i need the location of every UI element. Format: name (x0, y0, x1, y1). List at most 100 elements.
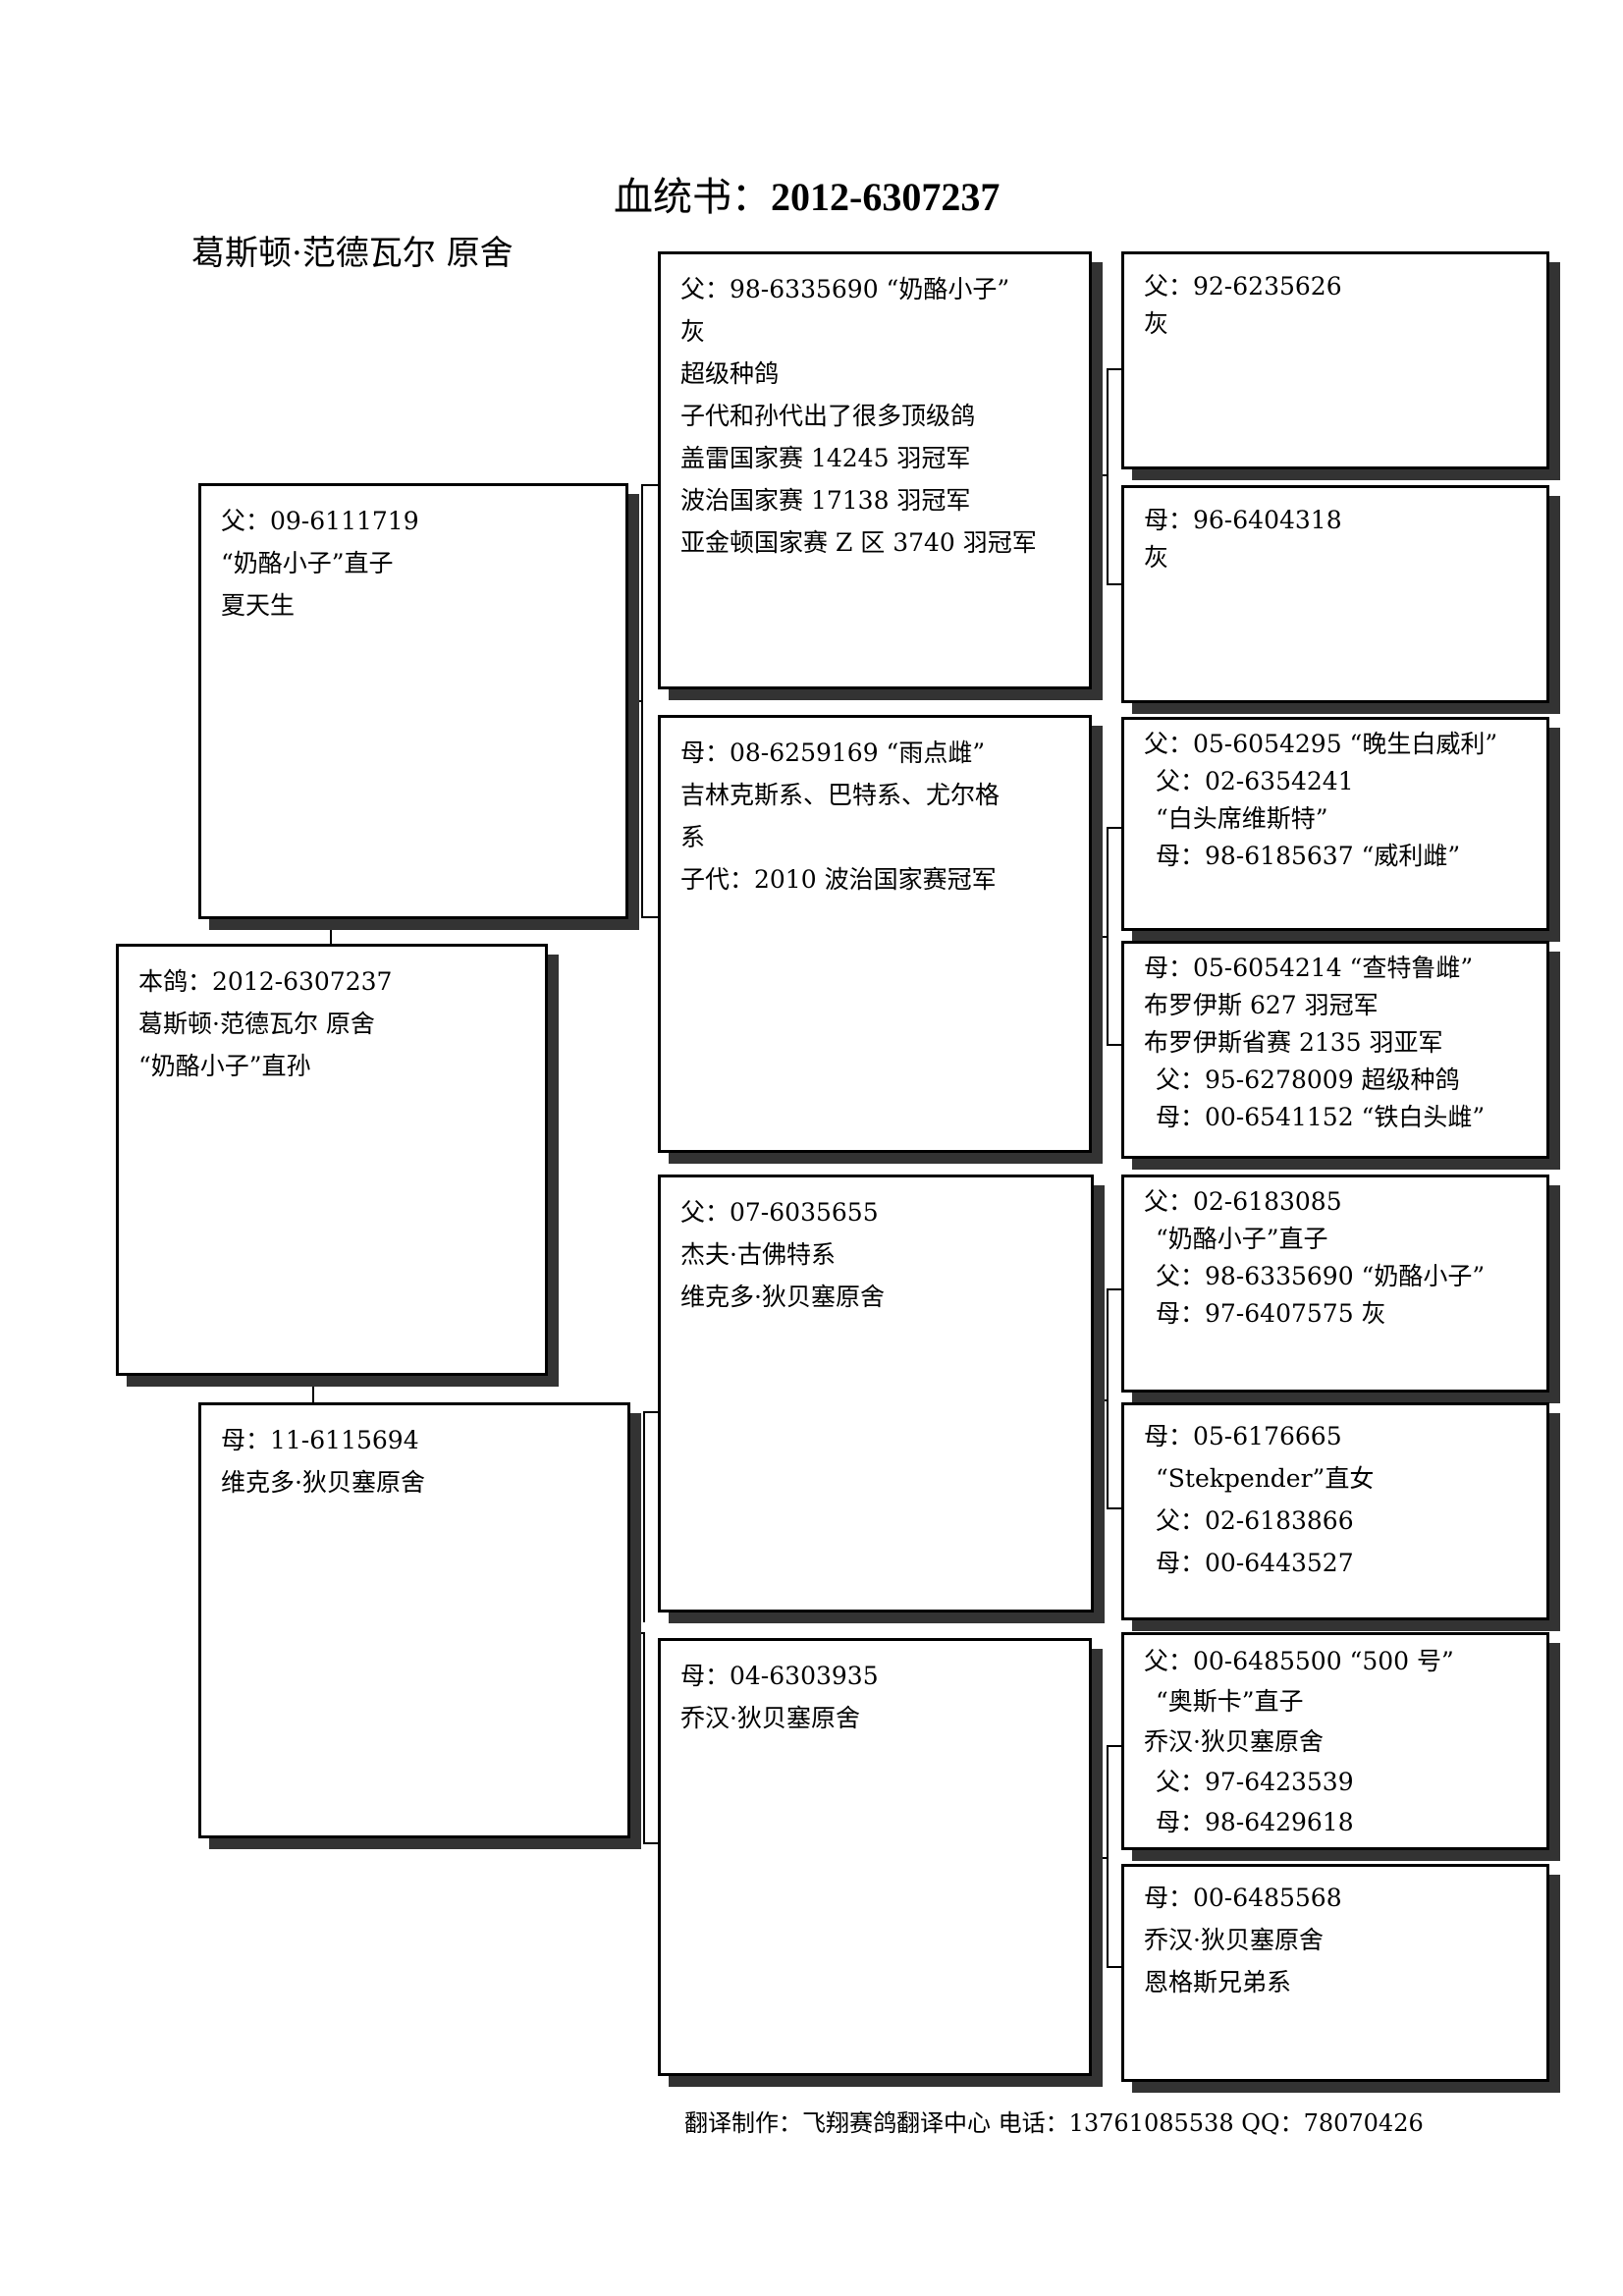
sire-line: 夏天生 (221, 591, 296, 620)
gg-line: 布罗伊斯 627 羽冠军 (1144, 991, 1379, 1019)
subject-line: “奶酪小子”直孙 (138, 1052, 311, 1080)
connector (1094, 1857, 1108, 1859)
sire-dam-ring: 母：08-6259169 “雨点雌” (680, 738, 986, 767)
gg-box-4: 母：05-6054214 “查特鲁雌” 布罗伊斯 627 羽冠军 布罗伊斯省赛 … (1121, 941, 1549, 1159)
gg-line: 父：98-6335690 “奶酪小子” (1156, 1262, 1486, 1290)
bracket (643, 1411, 645, 1622)
sire-dam-line: 系 (680, 823, 706, 851)
connector-subject-dam (312, 1375, 314, 1404)
sire-dam-line: 子代：2010 波治国家赛冠军 (680, 865, 997, 894)
dam-box: 母：11-6115694 维克多·狄贝塞原舍 (198, 1402, 630, 1838)
title-prefix: 血统书： (614, 175, 771, 220)
connector (1107, 827, 1121, 829)
sire-sire-line: 盖雷国家赛 14245 羽冠军 (680, 444, 971, 472)
dam-dam-box: 母：04-6303935 乔汉·狄贝塞原舍 (658, 1638, 1092, 2076)
dam-ring: 母：11-6115694 (221, 1426, 419, 1454)
gg-ring: 母：96-6404318 (1144, 506, 1342, 534)
gg-line: 布罗伊斯省赛 2135 羽亚军 (1144, 1028, 1443, 1057)
gg-line: 母：97-6407575 灰 (1156, 1299, 1386, 1328)
gg-box-7: 父：00-6485500 “500 号” “奥斯卡”直子 乔汉·狄贝塞原舍 父：… (1121, 1632, 1549, 1850)
connector (1107, 368, 1121, 370)
bracket (1107, 1288, 1109, 1508)
bracket (1107, 827, 1109, 1045)
gg-ring: 父：92-6235626 (1144, 272, 1342, 301)
connector (1094, 936, 1108, 938)
dam-sire-line: 杰夫·古佛特系 (680, 1240, 836, 1269)
gg-line: 母：00-6443527 (1156, 1549, 1354, 1577)
bracket (641, 484, 643, 918)
gg-line: 父：02-6183866 (1156, 1506, 1354, 1535)
bracket (643, 1632, 645, 1843)
gg-ring: 父：05-6054295 “晚生白威利” (1144, 730, 1498, 758)
gg-line: “Stekpender”直女 (1156, 1464, 1375, 1493)
gg-box-2: 母：96-6404318 灰 (1121, 485, 1549, 703)
loft-name: 葛斯顿·范德瓦尔 原舍 (191, 234, 514, 273)
sire-sire-line: 子代和孙代出了很多顶级鸽 (680, 402, 976, 430)
gg-line: “奥斯卡”直子 (1156, 1687, 1304, 1716)
connector (641, 484, 658, 486)
gg-line: 父：97-6423539 (1156, 1768, 1354, 1796)
connector (643, 1411, 658, 1413)
translator-credit: 翻译制作：飞翔赛鸽翻译中心 电话：13761085538 QQ：78070426 (684, 2109, 1424, 2137)
sire-sire-line: 灰 (680, 317, 706, 346)
gg-ring: 父：00-6485500 “500 号” (1144, 1647, 1454, 1675)
gg-box-6: 母：05-6176665 “Stekpender”直女 父：02-6183866… (1121, 1402, 1549, 1620)
gg-box-3: 父：05-6054295 “晚生白威利” 父：02-6354241 “白头席维斯… (1121, 717, 1549, 931)
gg-ring: 母：00-6485568 (1144, 1884, 1342, 1912)
page-title: 血统书：2012-6307237 (614, 165, 1000, 222)
gg-box-8: 母：00-6485568 乔汉·狄贝塞原舍 恩格斯兄弟系 (1121, 1864, 1549, 2082)
gg-line: 灰 (1144, 543, 1169, 572)
sire-sire-box: 父：98-6335690 “奶酪小子” 灰 超级种鸽 子代和孙代出了很多顶级鸽 … (658, 251, 1092, 689)
sire-dam-box: 母：08-6259169 “雨点雌” 吉林克斯系、巴特系、尤尔格 系 子代：20… (658, 715, 1092, 1153)
dam-sire-box: 父：07-6035655 杰夫·古佛特系 维克多·狄贝塞原舍 (658, 1175, 1094, 1613)
connector-sire-subject (330, 918, 332, 946)
gg-ring: 父：02-6183085 (1144, 1187, 1342, 1216)
subject-box: 本鸽：2012-6307237 葛斯顿·范德瓦尔 原舍 “奶酪小子”直孙 (116, 944, 548, 1376)
connector (1107, 583, 1121, 585)
dam-dam-line: 乔汉·狄贝塞原舍 (680, 1704, 860, 1732)
gg-line: 灰 (1144, 309, 1169, 338)
sire-sire-line: 亚金顿国家赛 Z 区 3740 羽冠军 (680, 528, 1037, 557)
connector (1094, 474, 1108, 476)
gg-line: 恩格斯兄弟系 (1144, 1968, 1292, 1996)
sire-sire-ring: 父：98-6335690 “奶酪小子” (680, 275, 1010, 303)
subject-ring: 本鸽：2012-6307237 (138, 967, 393, 996)
connector (643, 1842, 658, 1844)
dam-sire-line: 维克多·狄贝塞原舍 (680, 1283, 885, 1311)
bracket (1107, 368, 1109, 584)
title-number: 2012-6307237 (771, 175, 1001, 219)
connector (1094, 1399, 1108, 1401)
dam-dam-ring: 母：04-6303935 (680, 1662, 879, 1690)
gg-ring: 母：05-6176665 (1144, 1422, 1342, 1450)
connector (632, 1632, 644, 1634)
gg-box-5: 父：02-6183085 “奶酪小子”直子 父：98-6335690 “奶酪小子… (1121, 1175, 1549, 1393)
gg-line: “白头席维斯特” (1156, 804, 1328, 833)
gg-line: 父：02-6354241 (1156, 767, 1354, 795)
subject-line: 葛斯顿·范德瓦尔 原舍 (138, 1010, 375, 1038)
gg-line: 母：00-6541152 “铁白头雌” (1156, 1103, 1486, 1131)
sire-dam-line: 吉林克斯系、巴特系、尤尔格 (680, 781, 1001, 809)
sire-line: “奶酪小子”直子 (221, 549, 394, 577)
sire-box: 父：09-6111719 “奶酪小子”直子 夏天生 (198, 483, 628, 919)
gg-line: 母：98-6185637 “威利雌” (1156, 842, 1461, 870)
gg-line: 母：98-6429618 (1156, 1808, 1354, 1836)
sire-sire-line: 超级种鸽 (680, 359, 780, 388)
dam-line: 维克多·狄贝塞原舍 (221, 1468, 425, 1497)
sire-sire-line: 波治国家赛 17138 羽冠军 (680, 486, 971, 515)
gg-line: 乔汉·狄贝塞原舍 (1144, 1727, 1324, 1756)
gg-line: 乔汉·狄贝塞原舍 (1144, 1926, 1324, 1954)
gg-line: 父：95-6278009 超级种鸽 (1156, 1066, 1460, 1094)
connector (641, 916, 658, 918)
connector (628, 700, 642, 702)
bracket (1107, 1745, 1109, 1967)
gg-ring: 母：05-6054214 “查特鲁雌” (1144, 954, 1474, 982)
connector (1107, 1288, 1121, 1290)
connector (1107, 1966, 1121, 1968)
sire-ring: 父：09-6111719 (221, 507, 419, 535)
gg-box-1: 父：92-6235626 灰 (1121, 251, 1549, 469)
connector (1107, 1745, 1121, 1747)
gg-line: “奶酪小子”直子 (1156, 1225, 1328, 1253)
dam-sire-ring: 父：07-6035655 (680, 1198, 879, 1227)
connector (1107, 1507, 1121, 1509)
connector (1107, 1044, 1121, 1046)
